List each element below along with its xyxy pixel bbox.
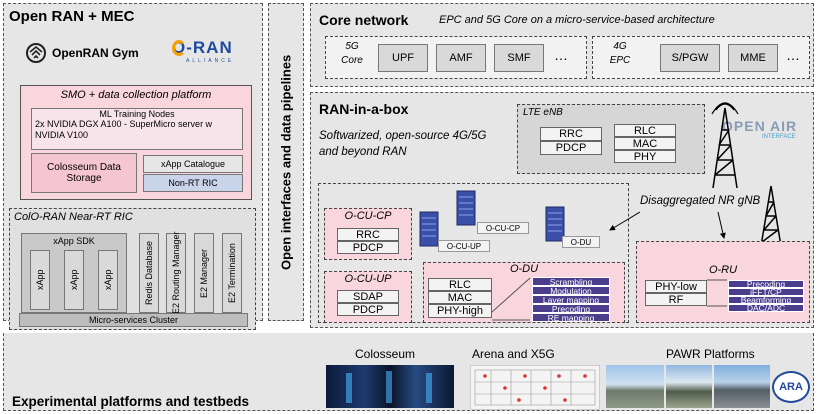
oran-logo-text: O-RAN — [172, 38, 233, 57]
oru-func-beamforming: Beamforming — [728, 295, 804, 305]
upf-function: UPF — [378, 44, 428, 72]
e2-routing-manager: E2 Routing Manager — [166, 232, 186, 314]
open-interfaces-label: Open interfaces and data pipelines — [278, 54, 294, 270]
core-4g-ellipsis: … — [786, 47, 800, 63]
disaggregated-arrows — [609, 211, 726, 239]
o-cu-cp-pdcp: PDCP — [337, 241, 399, 254]
amf-function: AMF — [436, 44, 486, 72]
colosseum-data-storage: Colosseum Data Storage — [31, 153, 137, 193]
nonrt-ric: Non-RT RIC — [143, 174, 243, 192]
oru-func-ifft-cp: iFFT/CP — [728, 287, 804, 297]
pawr-photo-3 — [714, 365, 770, 408]
oran-logo-subtext: ALLIANCE — [186, 58, 235, 64]
oru-func-dac-adc: DAC/ADC — [728, 303, 804, 313]
lte-rlc: RLC — [614, 124, 676, 137]
odu-func-precoding: Precoding — [532, 304, 610, 314]
pawr-photo-1 — [606, 365, 664, 408]
o-du-bracket — [492, 277, 531, 321]
ran-in-a-box-title: RAN-in-a-box — [319, 101, 409, 117]
ml-nodes-desc: 2x NVIDIA DGX A100 - SuperMicro server w… — [35, 119, 213, 140]
o-du-rlc: RLC — [428, 278, 492, 291]
ml-training-nodes: ML Training Nodes 2x NVIDIA DGX A100 - S… — [31, 108, 243, 150]
odu-func-scrambling: Scrambling — [532, 277, 610, 287]
pawr-photo-2 — [666, 365, 712, 408]
server-label-ocuup: O-CU-UP — [438, 240, 490, 252]
xapp-3: xApp — [98, 250, 118, 310]
arena-floorplan — [470, 365, 600, 410]
smf-function: SMF — [494, 44, 544, 72]
disaggregated-label: Disaggregated NR gNB — [640, 195, 761, 207]
ara-logo-text: ARA — [779, 381, 803, 393]
colosseum-label: Colosseum — [355, 347, 416, 361]
xapp-2: xApp — [64, 250, 84, 310]
o-du-mac: MAC — [428, 291, 492, 304]
server-icon-2 — [456, 190, 476, 226]
xapp-catalogue-label: xApp Catalogue — [160, 159, 226, 169]
lte-pdcp: PDCP — [540, 141, 602, 155]
core-5g-label: 5G Core — [341, 41, 363, 66]
o-du-phy-high: PHY-high — [428, 304, 492, 318]
left-panel-title: Open RAN + MEC — [9, 8, 135, 25]
server-icon-1 — [419, 211, 439, 247]
oai-logo-text: OPEN AIR — [722, 118, 798, 134]
core-network-subtitle: EPC and 5G Core on a micro-service-based… — [439, 14, 715, 26]
near-rt-ric-title: ColO-RAN Near-RT RIC — [14, 211, 133, 223]
nonrt-ric-label: Non-RT RIC — [168, 178, 218, 188]
o-ru-title: O-RU — [708, 264, 738, 276]
server-icon-3 — [545, 206, 565, 242]
o-cu-up-pdcp: PDCP — [337, 303, 399, 316]
testbeds-title: Experimental platforms and testbeds — [12, 394, 250, 409]
smo-title: SMO + data collection platform — [60, 89, 212, 101]
storage-label: Colosseum Data Storage — [47, 162, 121, 184]
xapp-sdk-label: xApp SDK — [53, 236, 95, 246]
o-ru-bracket — [707, 279, 727, 307]
o-cu-cp-rrc: RRC — [337, 228, 399, 241]
o-du-title: O-DU — [509, 263, 539, 275]
lte-mac: MAC — [614, 137, 676, 150]
xapp-catalogue: xApp Catalogue — [143, 155, 243, 173]
mme-function: MME — [728, 44, 778, 72]
o-ru-rf: RF — [645, 293, 707, 306]
ara-logo: ARA — [772, 371, 810, 403]
e2-termination: E2 Termination — [222, 233, 242, 313]
server-label-ocucp: O-CU-CP — [477, 222, 529, 234]
core-5g-ellipsis: … — [554, 47, 568, 63]
oran-logo: O-RAN ALLIANCE — [172, 38, 242, 68]
lte-rrc: RRC — [540, 127, 602, 141]
xapp-1: xApp — [30, 250, 50, 310]
spgw-function: S/PGW — [660, 44, 720, 72]
oru-func-precoding: Precoding — [728, 279, 804, 289]
micro-services-cluster: Micro-services Cluster — [19, 313, 248, 327]
core-4g-label: 4G EPC — [609, 41, 631, 66]
server-label-odu: O-DU — [562, 236, 600, 248]
lte-phy: PHY — [614, 150, 676, 163]
ml-nodes-title: ML Training Nodes — [99, 109, 175, 119]
openran-gym-icon — [26, 43, 46, 63]
arena-floorplan-drawing — [474, 369, 596, 406]
core-network-title: Core network — [319, 12, 409, 28]
arena-label: Arena and X5G — [472, 347, 555, 361]
open-interfaces-band — [268, 3, 304, 321]
e2-manager: E2 Manager — [194, 233, 214, 313]
pawr-label: PAWR Platforms — [666, 347, 755, 361]
oran-logo-accent — [172, 40, 186, 56]
o-cu-up-sdap: SDAP — [337, 290, 399, 303]
redis-database: Redis Database — [139, 233, 159, 313]
openran-gym-logo: OpenRAN Gym — [26, 42, 156, 64]
lte-enb-title: LTE eNB — [523, 107, 563, 118]
oai-logo-subtext: INTERFACE — [762, 134, 796, 140]
o-cu-cp-title: O-CU-CP — [344, 210, 392, 222]
odu-func-re-mapping: RE mapping — [532, 313, 610, 323]
antenna-tower-icon-1 — [711, 102, 739, 189]
ran-description: Softwarized, open-source 4G/5G and beyon… — [319, 130, 487, 158]
openairinterface-logo: OPEN AIR INTERFACE — [722, 118, 817, 148]
openran-gym-label: OpenRAN Gym — [52, 46, 139, 60]
odu-func-layer-mapping: Layer mapping — [532, 295, 610, 305]
odu-func-modulation: Modulation — [532, 286, 610, 296]
colosseum-photo — [326, 365, 454, 408]
o-cu-up-title: O-CU-UP — [344, 273, 392, 285]
o-ru-phy-low: PHY-low — [645, 280, 707, 293]
